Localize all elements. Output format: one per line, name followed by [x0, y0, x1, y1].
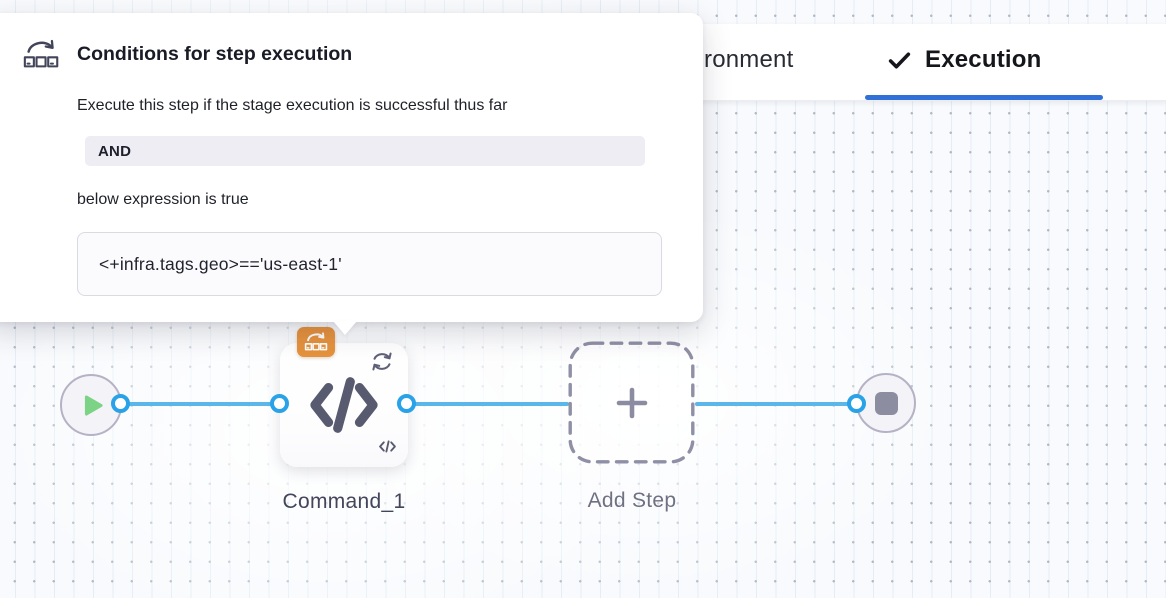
connector-port[interactable]	[111, 394, 130, 413]
plus-icon	[614, 385, 650, 426]
conditions-popover: Conditions for step execution Execute th…	[0, 13, 703, 322]
expression-value: <+infra.tags.geo>=='us-east-1'	[99, 253, 342, 274]
tab-environment[interactable]: ronment	[704, 24, 793, 96]
popover-description: Execute this step if the stage execution…	[77, 97, 508, 114]
step-node-command-1[interactable]	[280, 343, 408, 467]
add-step-node[interactable]	[568, 341, 695, 464]
add-step-label: Add Step	[587, 489, 677, 512]
play-icon	[83, 394, 104, 417]
popover-title: Conditions for step execution	[77, 43, 353, 65]
stop-icon	[874, 391, 898, 415]
operator-pill: AND	[85, 136, 645, 166]
connector-port[interactable]	[397, 394, 416, 413]
connector-port[interactable]	[847, 394, 866, 413]
edge-step-to-addstep	[407, 402, 569, 406]
operator-label: AND	[98, 142, 132, 160]
tab-environment-label: ronment	[704, 46, 794, 73]
edge-addstep-to-end	[695, 402, 858, 406]
conditional-execution-icon	[22, 37, 60, 77]
conditional-execution-icon	[304, 332, 328, 351]
conditional-execution-badge[interactable]	[297, 327, 335, 357]
code-small-icon	[378, 440, 397, 458]
tab-execution[interactable]: Execution	[888, 24, 1042, 96]
step-label: Command_1	[282, 490, 406, 513]
tab-execution-label: Execution	[925, 46, 1042, 73]
loop-icon	[368, 349, 396, 379]
code-icon	[310, 375, 378, 440]
edge-start-to-step	[121, 402, 281, 406]
expression-box: <+infra.tags.geo>=='us-east-1'	[77, 232, 662, 296]
popover-caret	[333, 321, 357, 335]
active-tab-underline	[865, 95, 1103, 100]
checkmark-icon	[888, 51, 911, 70]
expression-intro: below expression is true	[77, 191, 249, 208]
connector-port[interactable]	[270, 394, 289, 413]
